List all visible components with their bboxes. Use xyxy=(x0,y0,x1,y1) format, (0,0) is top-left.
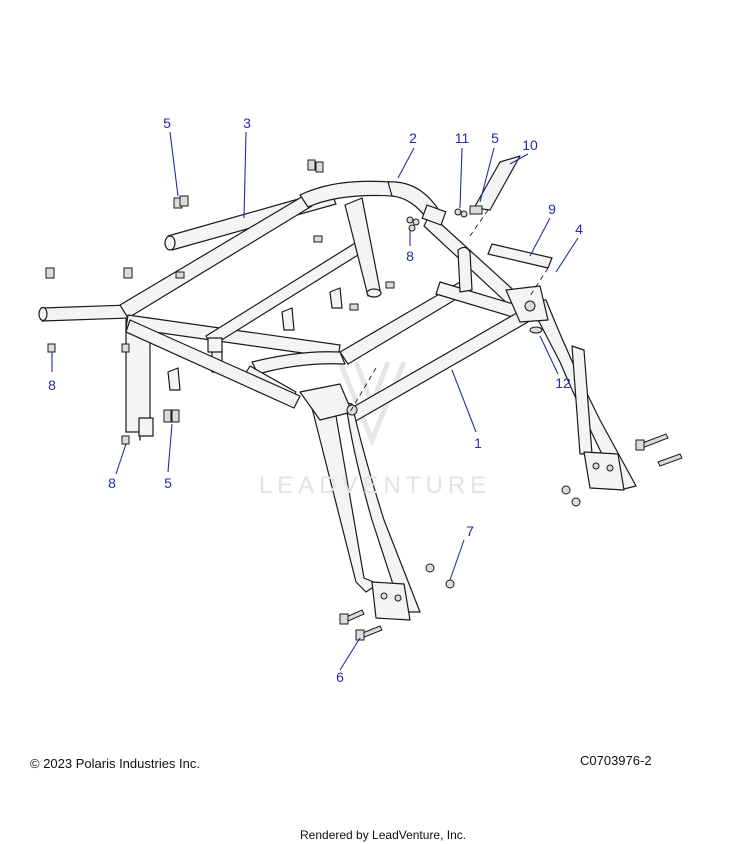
callout-5-upper-left: 5 xyxy=(163,115,171,131)
callout-8-left: 8 xyxy=(48,377,56,393)
part-10-pad xyxy=(473,155,521,211)
left-upright xyxy=(38,304,154,441)
callout-8-lower: 8 xyxy=(108,475,116,491)
watermark-text: LEADVENTURE xyxy=(258,472,492,499)
leader-lines xyxy=(51,131,579,671)
callout-2: 2 xyxy=(409,130,417,146)
hardware xyxy=(45,159,683,641)
install-line-4 xyxy=(529,267,549,297)
rendered-by-text: Rendered by LeadVenture, Inc. xyxy=(300,828,467,842)
callout-10: 10 xyxy=(522,137,538,153)
callout-5-upper-right: 5 xyxy=(491,130,499,146)
part-1-main-frame xyxy=(125,246,637,621)
copyright-text: © 2023 Polaris Industries Inc. xyxy=(30,756,200,771)
part-2-roof-frame xyxy=(119,180,521,391)
callout-12: 12 xyxy=(555,375,571,391)
callout-6: 6 xyxy=(336,669,344,685)
callout-3: 3 xyxy=(243,115,251,131)
callout-1: 1 xyxy=(474,435,482,451)
figure-code: C0703976-2 xyxy=(580,753,652,768)
callout-9: 9 xyxy=(548,201,556,217)
callout-4: 4 xyxy=(575,221,583,237)
callout-5-lower: 5 xyxy=(164,475,172,491)
callout-8-upper: 8 xyxy=(406,248,414,264)
part-9-pad xyxy=(487,243,553,269)
callout-11: 11 xyxy=(454,130,470,146)
callout-7: 7 xyxy=(466,523,474,539)
